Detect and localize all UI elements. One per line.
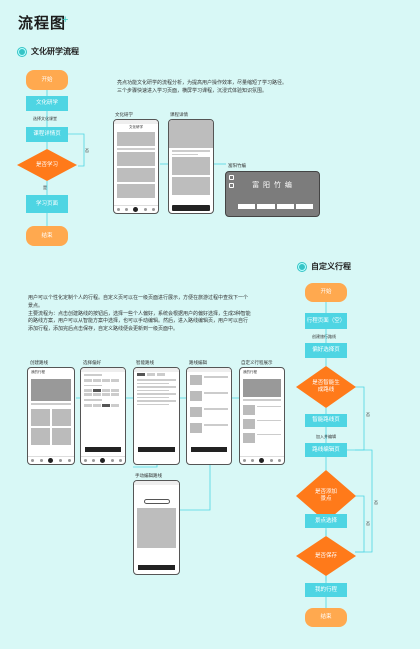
- phone-title: 我的行程: [31, 370, 45, 374]
- screen-label: 创建路线: [30, 360, 48, 365]
- bullet-icon: [298, 262, 306, 271]
- flow2-label-create: 创建旅行路线: [312, 334, 336, 339]
- custom-description: 用户可以个性化定制个人的行程。自定义页可以在一级页面进行展示，方便在旅游过程中查…: [28, 295, 278, 334]
- flow2-my-itinerary: 我的行程: [305, 583, 347, 597]
- flow-start: 开始: [26, 70, 68, 90]
- screen-label: 文化研学: [115, 112, 133, 117]
- phone-custom-display: 我的行程: [239, 367, 285, 465]
- desc-line: 主要流程为：点击创建路线的按钮后，选择一些个人偏好，系统会根据用户的偏好选择，生…: [28, 310, 251, 317]
- label-no: 否: [366, 412, 370, 417]
- section-title-custom: 自定义行程: [298, 261, 351, 272]
- flow2-spot-select: 景点选择: [305, 514, 347, 528]
- phone-course-detail: [168, 119, 214, 214]
- desc-line: 的路线方案，用户可以从智能方案中选择，也可以手动编辑。然后，进入路线编辑页，用户…: [28, 318, 249, 325]
- bullet-icon: [18, 47, 26, 56]
- label-no: 否: [374, 500, 378, 505]
- phone-title: 文化研学: [129, 125, 143, 129]
- desc-line: 三个步骤快速进入学习页面，横屏学习课程，沉浸式体验知识氛围。: [117, 87, 268, 94]
- section-title-text: 文化研学流程: [31, 47, 79, 56]
- flow-decision-learn: 是否学习: [17, 149, 77, 181]
- decision-text: 是否保存: [314, 552, 337, 559]
- phone-smart-route: [133, 367, 180, 465]
- flow2-decision-add: 是否添加景点: [296, 470, 356, 522]
- flow2-decision-smart: 是否智能生成路线: [296, 366, 356, 408]
- flow2-route-edit: 路线编辑页: [305, 443, 347, 457]
- flow2-start: 开始: [305, 283, 347, 302]
- decision-text: 是否智能生成路线: [312, 380, 340, 393]
- phone-title: 我的行程: [243, 370, 257, 374]
- desc-line: 景点。: [28, 302, 44, 309]
- flow2-preference: 偏好选择页: [305, 343, 347, 358]
- plus-icon: +: [62, 14, 69, 26]
- screen-label: 智能路线: [136, 360, 154, 365]
- flow-culture-study: 文化研学: [26, 96, 68, 111]
- flow-end: 结束: [26, 226, 68, 246]
- phone-create-route: 我的行程: [27, 367, 75, 465]
- flow2-label-add: 加入并编辑: [316, 434, 336, 439]
- screen-label: 选择偏好: [83, 360, 101, 365]
- phone-select-preference: [80, 367, 126, 465]
- screen-label: 富阳竹编: [228, 163, 246, 168]
- phone-manual-edit: [133, 480, 180, 575]
- phone-route-edit: [186, 367, 232, 465]
- flow2-smart-route: 智能路线页: [305, 414, 347, 427]
- phone-culture-study: 文化研学: [113, 119, 159, 214]
- flow2-itinerary-empty: 行程页面（空）: [305, 313, 347, 329]
- screen-label: 自定义行程展示: [241, 360, 273, 365]
- flow-label-select: 选择文化课堂: [33, 116, 57, 121]
- phone-landscape-course: 富 阳 竹 编: [225, 171, 320, 217]
- section-title-culture: 文化研学流程: [18, 46, 79, 57]
- screen-label: 路线编辑: [189, 360, 207, 365]
- desc-line: 用户可以个性化定制个人的行程。自定义页可以在一级页面进行展示，方便在旅游过程中查…: [28, 295, 249, 301]
- label-no: 否: [366, 521, 370, 526]
- landscape-title: 富 阳 竹 编: [252, 182, 293, 189]
- desc-line: 亮点功能文化研学的流程分析，为提高用户操作效率，尽量缩短了学习路径。: [117, 80, 288, 86]
- screen-label: 课程详情: [170, 112, 188, 117]
- culture-description: 亮点功能文化研学的流程分析，为提高用户操作效率，尽量缩短了学习路径。 三个步骤快…: [117, 80, 317, 96]
- decision-text: 是否学习: [35, 161, 58, 168]
- page-title: 流程图: [18, 14, 67, 32]
- decision-text: 是否添加景点: [314, 489, 337, 502]
- screen-label: 手动编辑路线: [135, 473, 162, 478]
- flow2-end: 结束: [305, 608, 347, 627]
- label-yes: 是: [43, 185, 47, 190]
- section-title-text: 自定义行程: [311, 262, 351, 271]
- label-no: 否: [85, 148, 89, 153]
- flow2-decision-save: 是否保存: [296, 536, 356, 576]
- desc-line: 添加行程，添加完后点击保存，自定义路线便会更新到一级页面中。: [28, 326, 179, 332]
- flow-course-detail: 课程详情页: [26, 127, 68, 142]
- flow-learn-page: 学习页面: [26, 195, 68, 213]
